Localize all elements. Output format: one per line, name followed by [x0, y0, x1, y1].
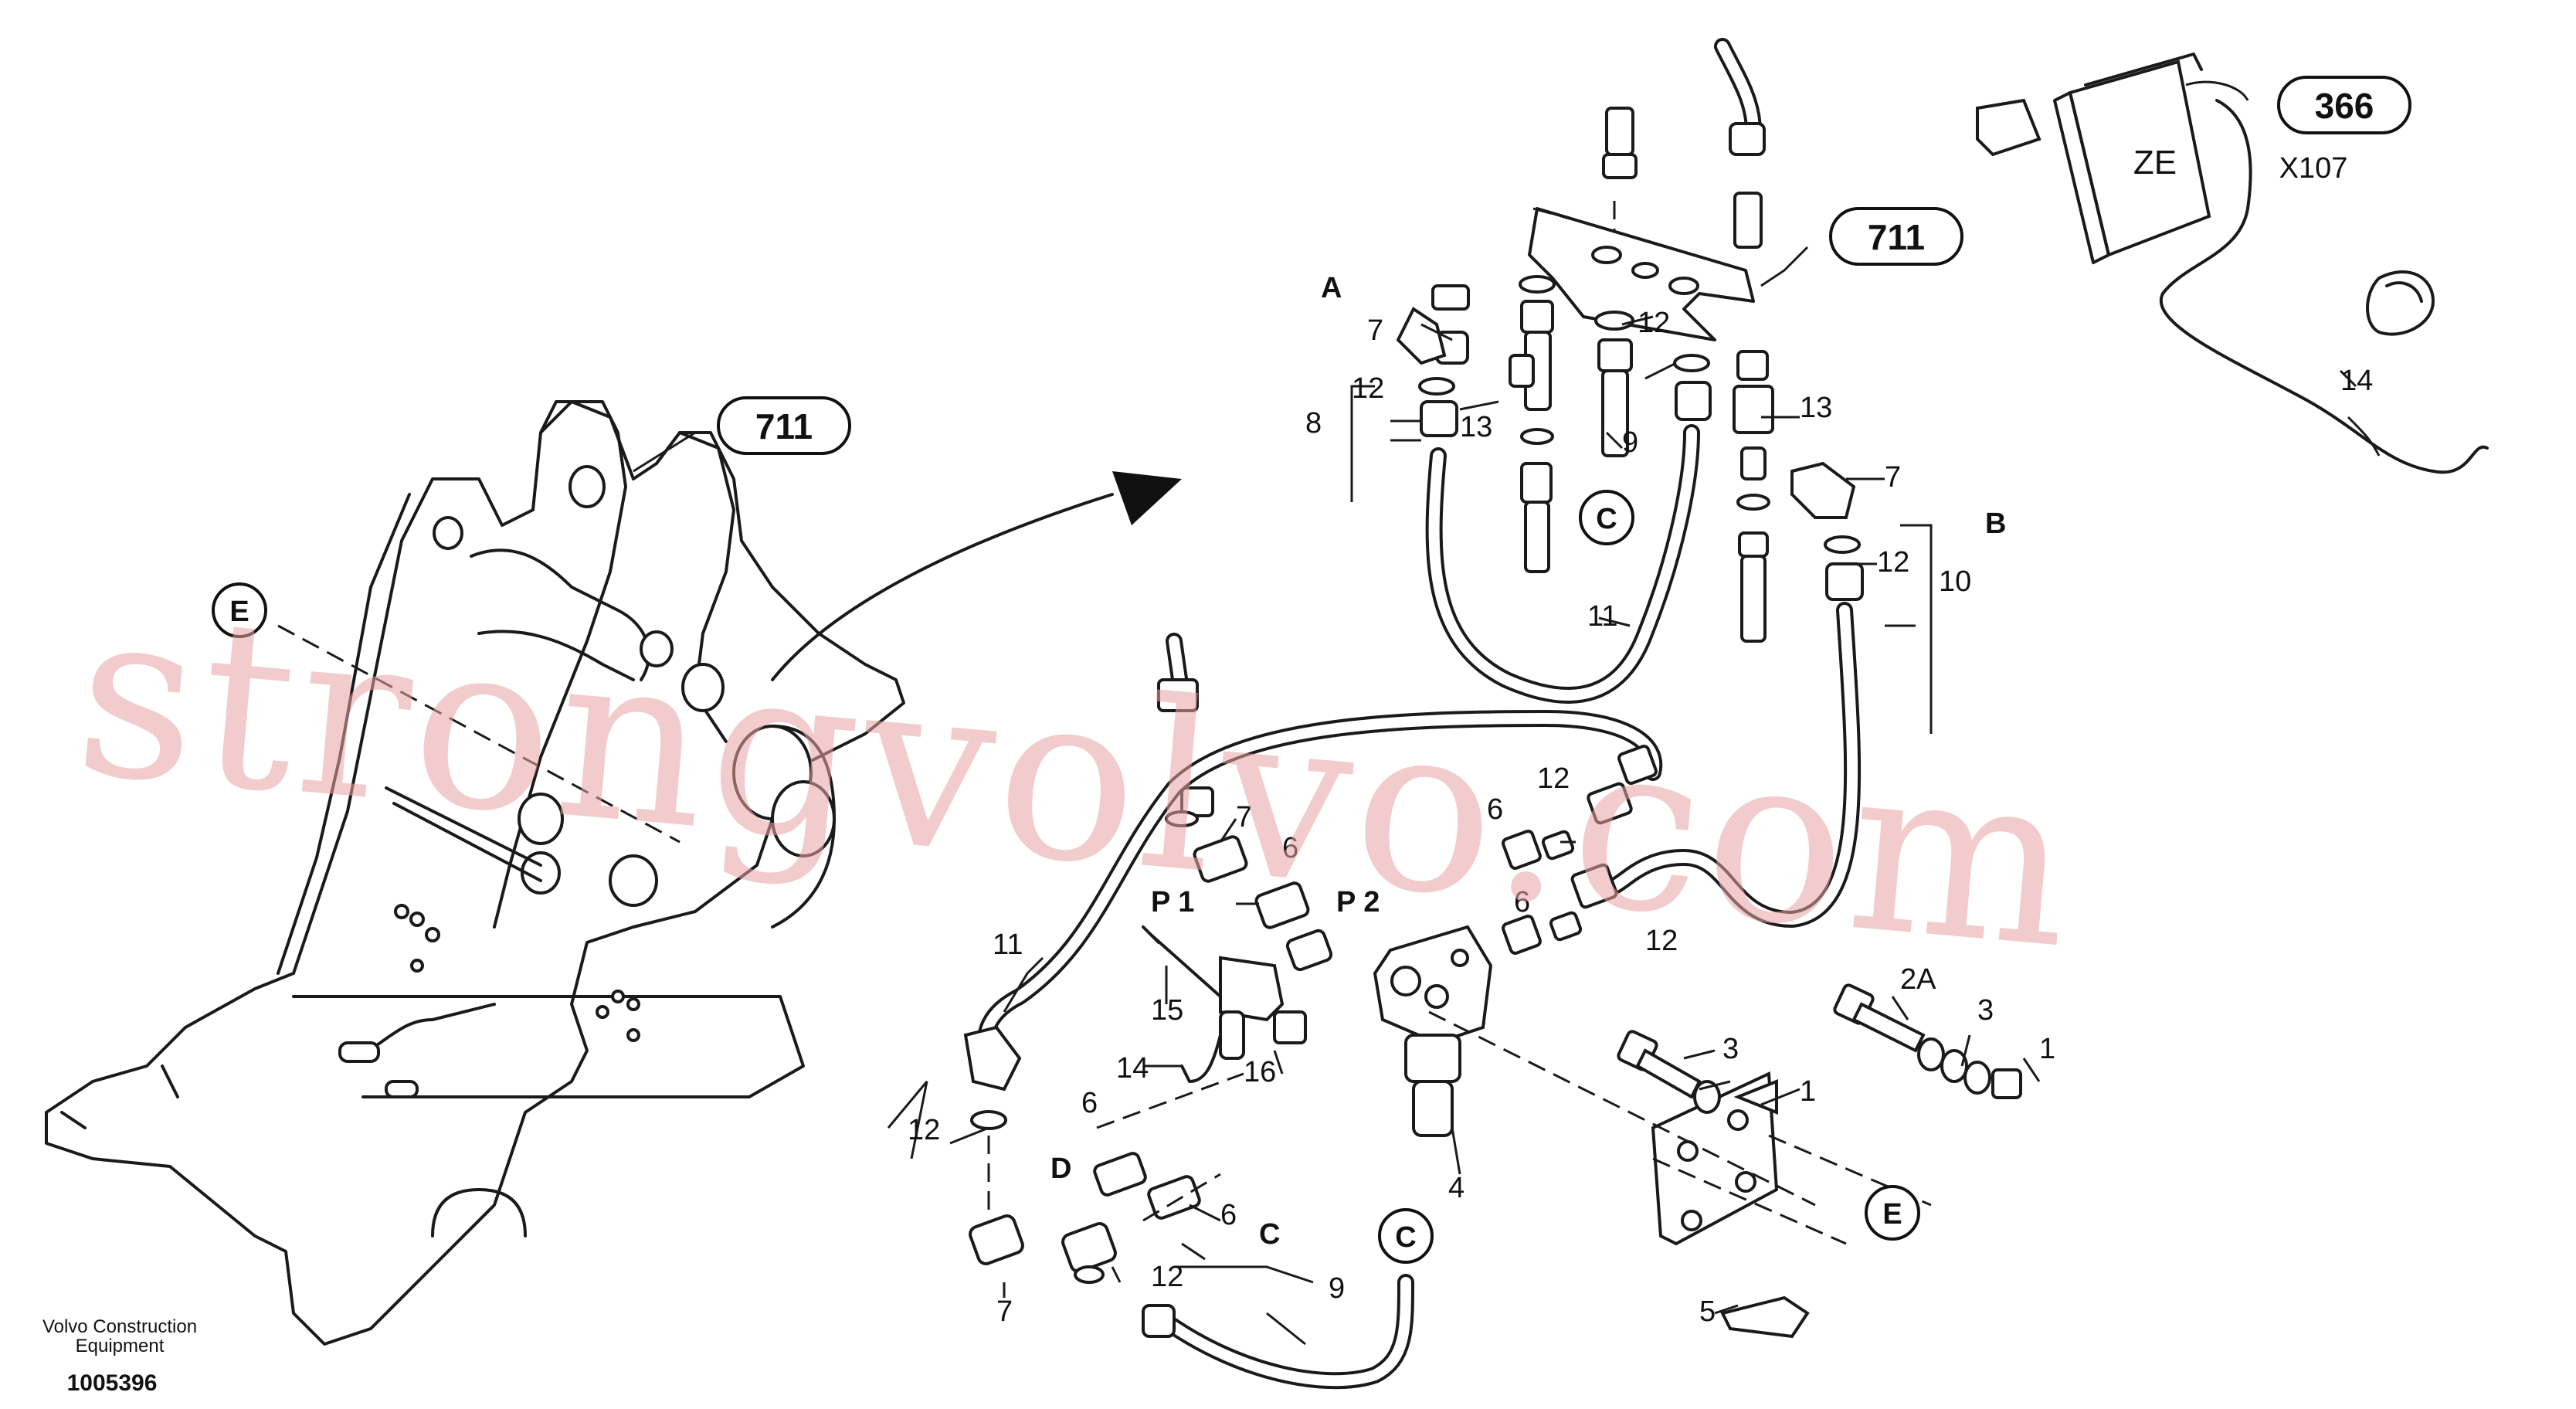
ecu-module	[1976, 53, 2435, 336]
circle-ref-c-top: C	[1579, 490, 1634, 545]
valve-block	[1373, 925, 1493, 1137]
part-label: 7	[1236, 801, 1252, 834]
part-label: 12	[1151, 1261, 1183, 1293]
part-label: 6	[1282, 832, 1298, 864]
port-b-fittings	[1733, 350, 1864, 643]
part-label: 11	[1587, 600, 1617, 633]
leader-lines	[633, 80, 2381, 1346]
valve-plate	[1528, 38, 1766, 341]
part-label: 6	[1514, 886, 1530, 918]
part-label: 12	[1537, 762, 1570, 795]
port-label-b: B	[1985, 508, 2006, 540]
ecu-label: ZE	[2133, 144, 2177, 182]
callout-frame: 711	[717, 396, 851, 455]
part-label: 6	[1220, 1199, 1237, 1231]
part-label: 8	[1305, 407, 1322, 440]
callout-plate: 711	[1829, 207, 1963, 266]
part-label: 6	[1081, 1087, 1098, 1119]
part-label: 9	[1329, 1272, 1345, 1305]
hoses	[977, 99, 2489, 1390]
port-label-c: C	[1259, 1218, 1280, 1251]
callout-711-frame: 711	[755, 406, 813, 446]
part-label: 1	[1800, 1075, 1816, 1108]
svg-text:C: C	[1395, 1221, 1416, 1254]
part-label: 3	[1977, 994, 1994, 1027]
part-label: 13	[1800, 392, 1832, 424]
drawing-number: 1005396	[67, 1370, 158, 1396]
part-label: 7	[996, 1295, 1013, 1328]
part-label: 11	[993, 929, 1023, 961]
callout-366-ecu: 366	[2315, 86, 2374, 126]
part-label: 3	[1722, 1033, 1739, 1065]
port-label-p1: P 1	[1151, 886, 1194, 918]
mounting-plate	[1428, 983, 2022, 1339]
part-label: 12	[1645, 925, 1678, 957]
part-label: 12	[1877, 546, 1909, 579]
part-label: 1	[2039, 1033, 2055, 1065]
part-label: 12	[1638, 307, 1670, 339]
callout-711-plate: 711	[1868, 217, 1925, 257]
part-label: 7	[1367, 314, 1383, 347]
circle-ref-c-bottom: C	[1378, 1208, 1434, 1264]
part-label: 15	[1151, 994, 1183, 1027]
part-label: 7	[1885, 461, 1901, 494]
callout-ecu: 366	[2277, 76, 2411, 134]
part-label: 12	[1352, 372, 1384, 405]
part-label: 5	[1699, 1295, 1716, 1328]
brand-line2: Equipment	[76, 1336, 165, 1356]
circle-ref-e-left: E	[212, 582, 267, 638]
circle-ref-e-right: E	[1865, 1185, 1920, 1241]
part-label: 4	[1448, 1172, 1464, 1204]
port-label-a: A	[1321, 272, 1342, 304]
part-labels: 7 12 8 13 9 12 13 7 12 10 11 14 12 6 7 6…	[908, 307, 2373, 1328]
detail-arrow	[771, 471, 1182, 681]
brand-line1: Volvo Construction	[42, 1316, 197, 1337]
part-label: 10	[1939, 565, 1971, 598]
loader-frame	[45, 400, 905, 1346]
port-d-fittings	[969, 1072, 1244, 1338]
port-label-p2: P 2	[1336, 886, 1380, 918]
part-label: 13	[1460, 411, 1492, 443]
svg-text:C: C	[1596, 503, 1617, 535]
svg-text:E: E	[1882, 1198, 1902, 1231]
part-label: 16	[1244, 1056, 1276, 1088]
pressure-switch	[1142, 925, 1307, 1060]
part-label: 14	[2340, 365, 2373, 397]
part-label: 2A	[1900, 963, 1936, 996]
part-label: 9	[1622, 426, 1638, 459]
fitting-column-9	[1594, 311, 1712, 457]
part-label: 14	[1116, 1052, 1149, 1085]
svg-text:E: E	[229, 596, 249, 628]
part-label: 12	[908, 1114, 940, 1146]
port-label-d: D	[1050, 1153, 1071, 1185]
ecu-connector-label: X107	[2279, 152, 2348, 185]
port-a-fittings	[1396, 275, 1556, 573]
part-label: 6	[1487, 793, 1503, 826]
